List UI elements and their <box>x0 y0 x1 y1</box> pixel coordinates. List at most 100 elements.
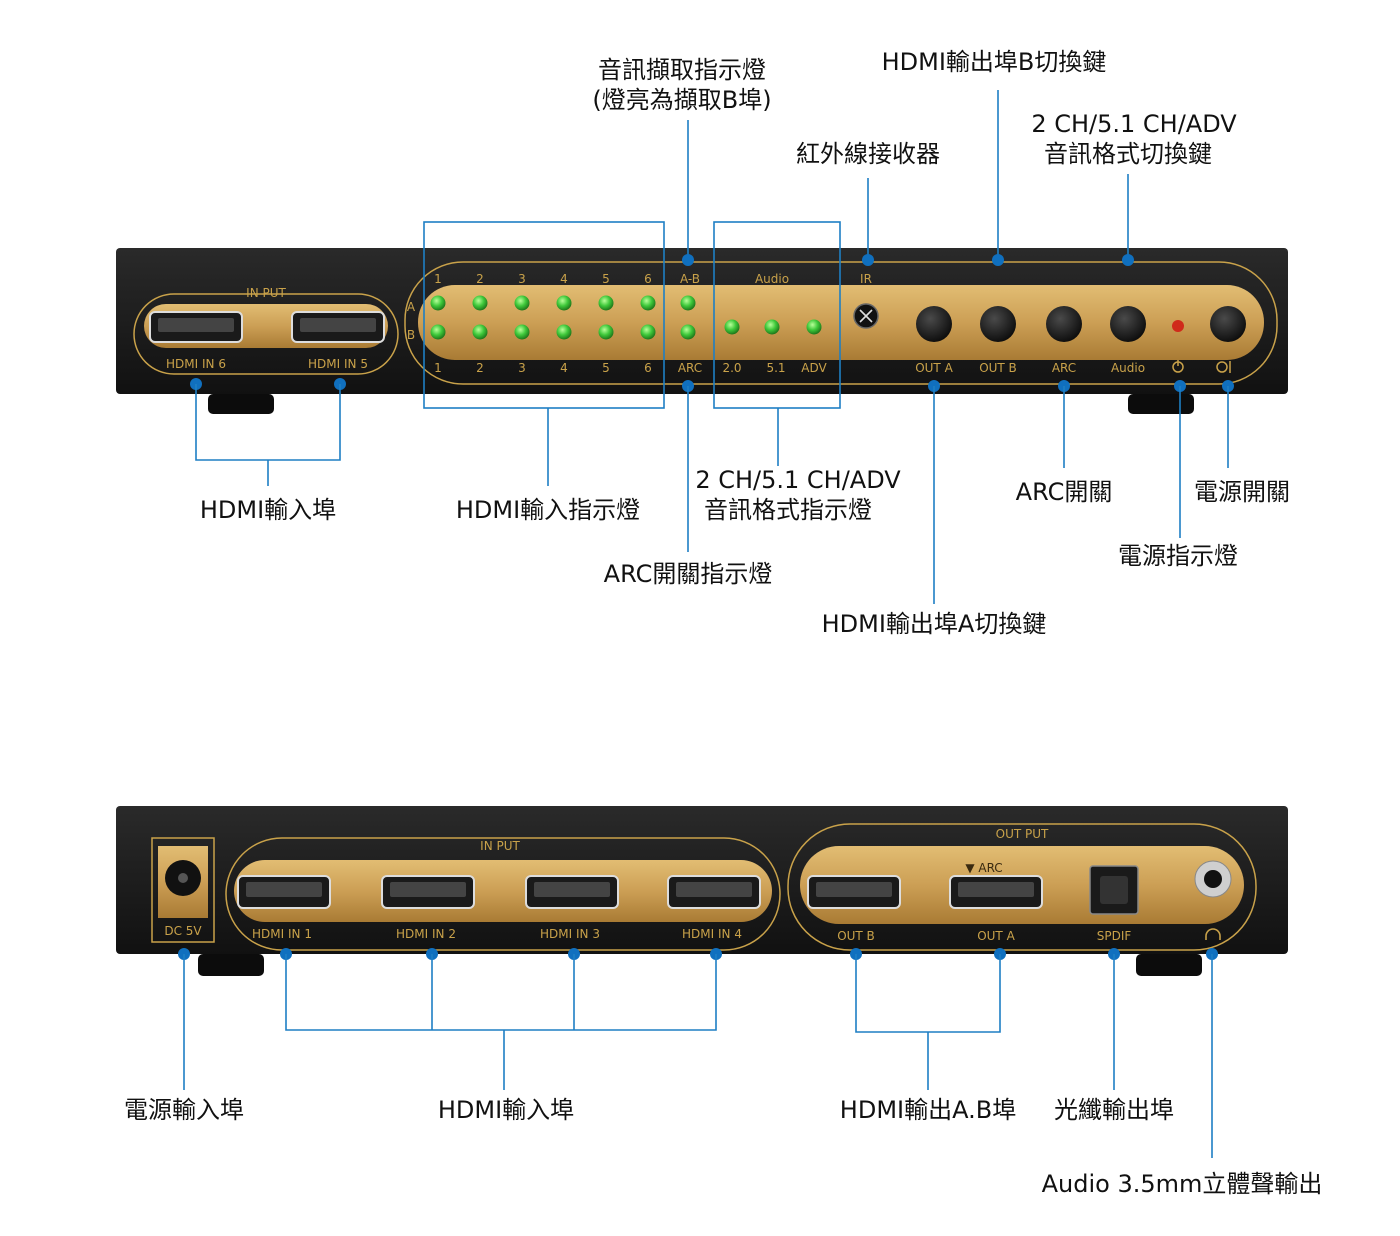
dc-outline <box>151 837 215 943</box>
input-title: IN PUT <box>246 286 286 300</box>
output-outline <box>787 823 1257 951</box>
callout-hdmi-out-a-key: HDMI輸出埠A切換鍵 <box>822 610 1047 638</box>
led-row-b <box>430 324 696 340</box>
led-format-adv <box>806 319 822 335</box>
led-a6 <box>640 295 656 311</box>
led-format-20 <box>724 319 740 335</box>
hdmi-in-4-label: HDMI IN 4 <box>682 927 742 941</box>
out-b-button[interactable] <box>980 306 1016 342</box>
audio-button[interactable] <box>1110 306 1146 342</box>
spdif-label: SPDIF <box>1097 929 1132 943</box>
led-a3 <box>514 295 530 311</box>
callout-dot <box>862 254 874 266</box>
foot <box>1136 954 1202 976</box>
arc-button[interactable] <box>1046 306 1082 342</box>
audio-label: Audio <box>755 272 789 286</box>
led-b5 <box>598 324 614 340</box>
front-panel: IN PUT HDMI IN 6 HDMI IN 5 A B 1 2 3 4 5… <box>116 248 1288 414</box>
callout-ir-receiver: 紅外線接收器 <box>796 140 940 168</box>
callout-hdmi-out-ab: HDMI輸出A.B埠 <box>840 1096 1016 1124</box>
callout-labels: 音訊擷取指示燈 (燈亮為擷取B埠) HDMI輸出埠B切換鍵 紅外線接收器 2 C… <box>124 48 1322 1198</box>
hdmi-out-b-port[interactable] <box>807 875 901 909</box>
callout-arc-switch: ARC開關 <box>1016 478 1113 506</box>
headphone-icon <box>1205 928 1221 940</box>
back-input-outline <box>225 837 781 951</box>
callout-power-led: 電源指示燈 <box>1118 542 1238 570</box>
callout-front-hdmi-in: HDMI輸入埠 <box>200 496 336 524</box>
format-adv-label: ADV <box>801 361 827 375</box>
callout-optical-out: 光纖輸出埠 <box>1054 1096 1174 1124</box>
hdmi-in-1-label: HDMI IN 1 <box>252 927 312 941</box>
hdmi-in-4-port[interactable] <box>667 875 761 909</box>
led-a4 <box>556 295 572 311</box>
arc-mark: ▼ ARC <box>965 861 1002 875</box>
hdmi-in-1-port[interactable] <box>237 875 331 909</box>
format-20-label: 2.0 <box>722 361 741 375</box>
callout-hdmi-in-led: HDMI輸入指示燈 <box>456 496 640 524</box>
hdmi-in-6-label: HDMI IN 6 <box>166 357 226 371</box>
out-b-label: OUT B <box>979 361 1017 375</box>
hdmi-out-a-port[interactable] <box>949 875 1043 909</box>
callout-back-hdmi-in: HDMI輸入埠 <box>438 1096 574 1124</box>
callout-audio-format-key-line2: 音訊格式切換鍵 <box>1044 140 1212 168</box>
callout-dot <box>1122 254 1134 266</box>
ab-label: A-B <box>680 272 700 286</box>
power-button[interactable] <box>1210 306 1246 342</box>
led-b1 <box>430 324 446 340</box>
row-b-label: B <box>407 328 415 342</box>
bottom-number: 6 <box>644 361 652 375</box>
bottom-number: 4 <box>560 361 568 375</box>
foot <box>208 394 274 414</box>
ir-receiver <box>853 303 879 329</box>
callout-audio-out: Audio 3.5mm立體聲輸出 <box>1042 1170 1323 1198</box>
back-input-title: IN PUT <box>480 839 520 853</box>
led-ab <box>680 295 696 311</box>
spdif-port[interactable] <box>1089 865 1139 915</box>
ir-label: IR <box>860 272 872 286</box>
bottom-number: 5 <box>602 361 610 375</box>
led-a2 <box>472 295 488 311</box>
control-gold-band <box>418 285 1264 360</box>
hdmi-in-6-port[interactable] <box>149 311 243 343</box>
top-number: 2 <box>476 272 484 286</box>
bottom-number: 3 <box>518 361 526 375</box>
hdmi-led-box <box>423 221 665 409</box>
audio-jack[interactable] <box>1194 860 1232 898</box>
led-row-a <box>430 295 696 311</box>
callout-dot <box>682 254 694 266</box>
control-outline <box>404 261 1278 385</box>
back-input-gold <box>234 860 772 922</box>
input-outline <box>133 293 399 375</box>
foot <box>198 954 264 976</box>
bottom-number: 2 <box>476 361 484 375</box>
led-format-51 <box>764 319 780 335</box>
led-a5 <box>598 295 614 311</box>
arc-button-label: ARC <box>1052 361 1076 375</box>
dc-label: DC 5V <box>164 924 202 938</box>
audio-format-led-box <box>713 221 841 409</box>
top-number: 4 <box>560 272 568 286</box>
callout-audio-format-led-line1: 2 CH/5.1 CH/ADV <box>695 466 901 494</box>
callout-audio-capture-led-line1: 音訊擷取指示燈 <box>598 56 766 84</box>
out-a-label: OUT A <box>915 361 953 375</box>
led-a1 <box>430 295 446 311</box>
top-number: 3 <box>518 272 526 286</box>
top-number: 6 <box>644 272 652 286</box>
out-a-button[interactable] <box>916 306 952 342</box>
top-number: 5 <box>602 272 610 286</box>
callout-lines <box>178 90 1234 1158</box>
hdmi-in-2-label: HDMI IN 2 <box>396 927 456 941</box>
top-number: 1 <box>434 272 442 286</box>
arc-led-label: ARC <box>678 361 702 375</box>
led-arc <box>680 324 696 340</box>
foot <box>1128 394 1194 414</box>
callout-power-switch: 電源開關 <box>1194 478 1290 506</box>
callout-power-input: 電源輸入埠 <box>124 1096 244 1124</box>
hdmi-in-5-port[interactable] <box>291 311 385 343</box>
callout-audio-capture-led-line2: (燈亮為擷取B埠) <box>592 86 771 114</box>
out-a-label: OUT A <box>977 929 1015 943</box>
power-icon <box>1172 360 1184 373</box>
hdmi-in-3-port[interactable] <box>525 875 619 909</box>
hdmi-in-2-port[interactable] <box>381 875 475 909</box>
